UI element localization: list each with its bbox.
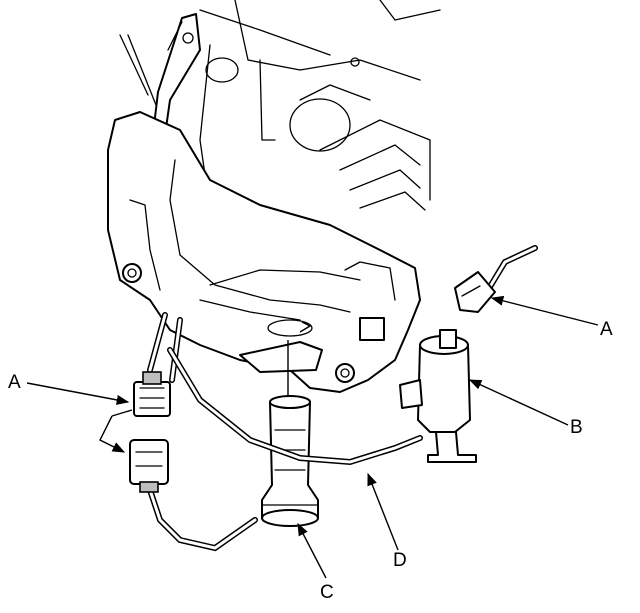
connector-a-lower — [129, 439, 169, 493]
leader-lines — [26, 295, 599, 579]
leader-a-right — [490, 295, 599, 326]
body-panel-lines — [119, 0, 441, 211]
hose-d — [167, 347, 423, 466]
leader-a-left-branch — [99, 415, 126, 453]
washer-pump-b — [399, 329, 477, 463]
connector-a-upper — [133, 371, 171, 417]
leader-a-left-join — [111, 409, 133, 417]
callout-a-left: A — [8, 372, 21, 393]
leader-c — [297, 522, 327, 579]
callout-d: D — [393, 550, 407, 571]
callout-c: C — [320, 582, 334, 603]
wire-harness — [147, 312, 258, 552]
callout-a-right: A — [600, 319, 613, 340]
part-c-assembly — [261, 340, 319, 527]
connector-a-right — [454, 245, 538, 313]
washer-reservoir — [107, 111, 421, 393]
leader-a-left — [26, 382, 130, 405]
leader-d — [367, 472, 399, 551]
callout-b: B — [570, 417, 583, 438]
leader-b — [468, 379, 569, 426]
